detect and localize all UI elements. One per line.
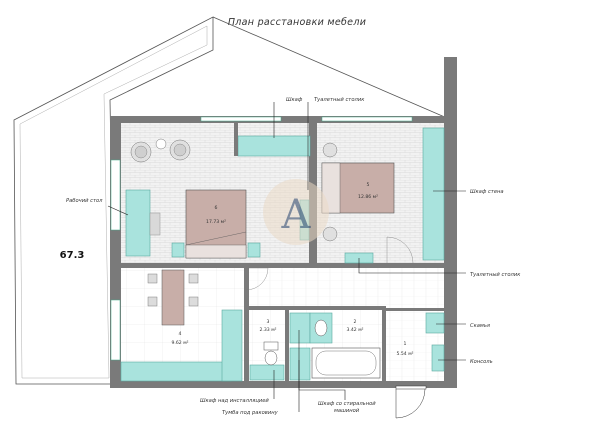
window-bedroom-left xyxy=(110,159,121,231)
chair-4 xyxy=(188,296,199,307)
outer-wall-right xyxy=(444,57,457,388)
chair-2 xyxy=(147,296,158,307)
room-area-5: 12.86 м² xyxy=(358,194,378,200)
window-bedroom-large xyxy=(200,116,282,122)
leader-vanity-right xyxy=(358,258,466,274)
entrance-door xyxy=(395,385,427,419)
wall-kitchen-right xyxy=(244,268,249,381)
pouf-bottom xyxy=(322,226,338,242)
desk-chair xyxy=(149,212,161,236)
sink-cabinet xyxy=(289,312,311,344)
washer-cabinet xyxy=(289,347,311,381)
wall-wardrobe-right xyxy=(422,127,445,261)
balcony-inner-line xyxy=(19,25,208,379)
label-cabinet-installation: Шкаф над инсталляцией xyxy=(200,398,269,404)
room-number-6: 6 xyxy=(215,205,218,211)
page-title: План расстановки мебели xyxy=(228,17,366,28)
wall-bath-right xyxy=(382,310,386,381)
leader-desk xyxy=(107,205,129,216)
kitchen-counter-bottom xyxy=(120,361,232,382)
label-sink-cabinet: Тумба под раковину xyxy=(222,410,279,416)
bed-large xyxy=(185,189,247,259)
door-swing-small-bedroom xyxy=(386,236,414,264)
outer-wall-bottom xyxy=(110,381,450,388)
dining-table xyxy=(161,269,185,326)
kitchen-counter-right xyxy=(221,309,243,382)
room-number-3: 3 xyxy=(267,319,270,325)
label-wardrobe: Шкаф xyxy=(286,97,303,103)
label-desk: Рабочий стол xyxy=(66,198,103,204)
watermark-logo: A xyxy=(263,179,329,245)
label-bench: Скамья xyxy=(470,323,490,329)
armchair-right xyxy=(169,139,191,161)
door-swing-kitchen xyxy=(245,267,269,291)
room-number-5: 5 xyxy=(367,182,370,188)
label-washer-cabinet-line1: Шкаф со стиральной xyxy=(318,401,376,407)
bed-small xyxy=(321,162,395,214)
room-area-2: 3.42 м² xyxy=(347,327,364,333)
room-area-1: 5.54 м² xyxy=(397,351,414,357)
pouf-top xyxy=(322,142,338,158)
svg-text:A: A xyxy=(281,192,312,238)
bench xyxy=(425,312,445,334)
wall-mid-horizontal xyxy=(121,263,444,268)
sink xyxy=(314,319,328,337)
label-console: Консоль xyxy=(470,359,493,365)
wall-wc-right xyxy=(285,310,289,381)
chair-3 xyxy=(188,273,199,284)
console xyxy=(431,344,445,372)
desk xyxy=(125,189,151,257)
wall-entry-top xyxy=(386,308,444,311)
armchair-left xyxy=(130,141,152,163)
cabinet-over-installation xyxy=(249,364,285,381)
label-washer-cabinet-line2: машиной xyxy=(334,408,360,414)
label-wall-wardrobe: Шкаф стена xyxy=(470,189,504,195)
room-area-6: 17.73 м² xyxy=(206,219,226,225)
nightstand-right xyxy=(247,242,261,258)
window-bedroom-small xyxy=(321,116,413,122)
room-number-2: 2 xyxy=(354,319,357,325)
nightstand-left xyxy=(171,242,185,258)
room-number-1: 1 xyxy=(404,341,407,347)
coffee-table xyxy=(155,138,167,150)
toilet xyxy=(263,341,279,366)
room-area-3: 2.33 м² xyxy=(260,327,277,333)
total-area: 67.3 xyxy=(60,250,85,261)
outer-wall-left xyxy=(110,116,121,388)
label-vanity-right: Туалетный столик xyxy=(470,272,521,278)
wardrobe-top xyxy=(237,135,311,157)
window-kitchen xyxy=(110,299,121,361)
room-area-4: 9.62 м² xyxy=(172,340,189,346)
bathtub xyxy=(311,347,381,379)
wall-niche xyxy=(234,123,238,156)
wall-wet-top xyxy=(249,306,386,310)
label-vanity-top: Туалетный столик xyxy=(314,97,365,103)
room-number-4: 4 xyxy=(179,331,182,337)
leader-washer xyxy=(298,360,346,400)
chair-1 xyxy=(147,273,158,284)
